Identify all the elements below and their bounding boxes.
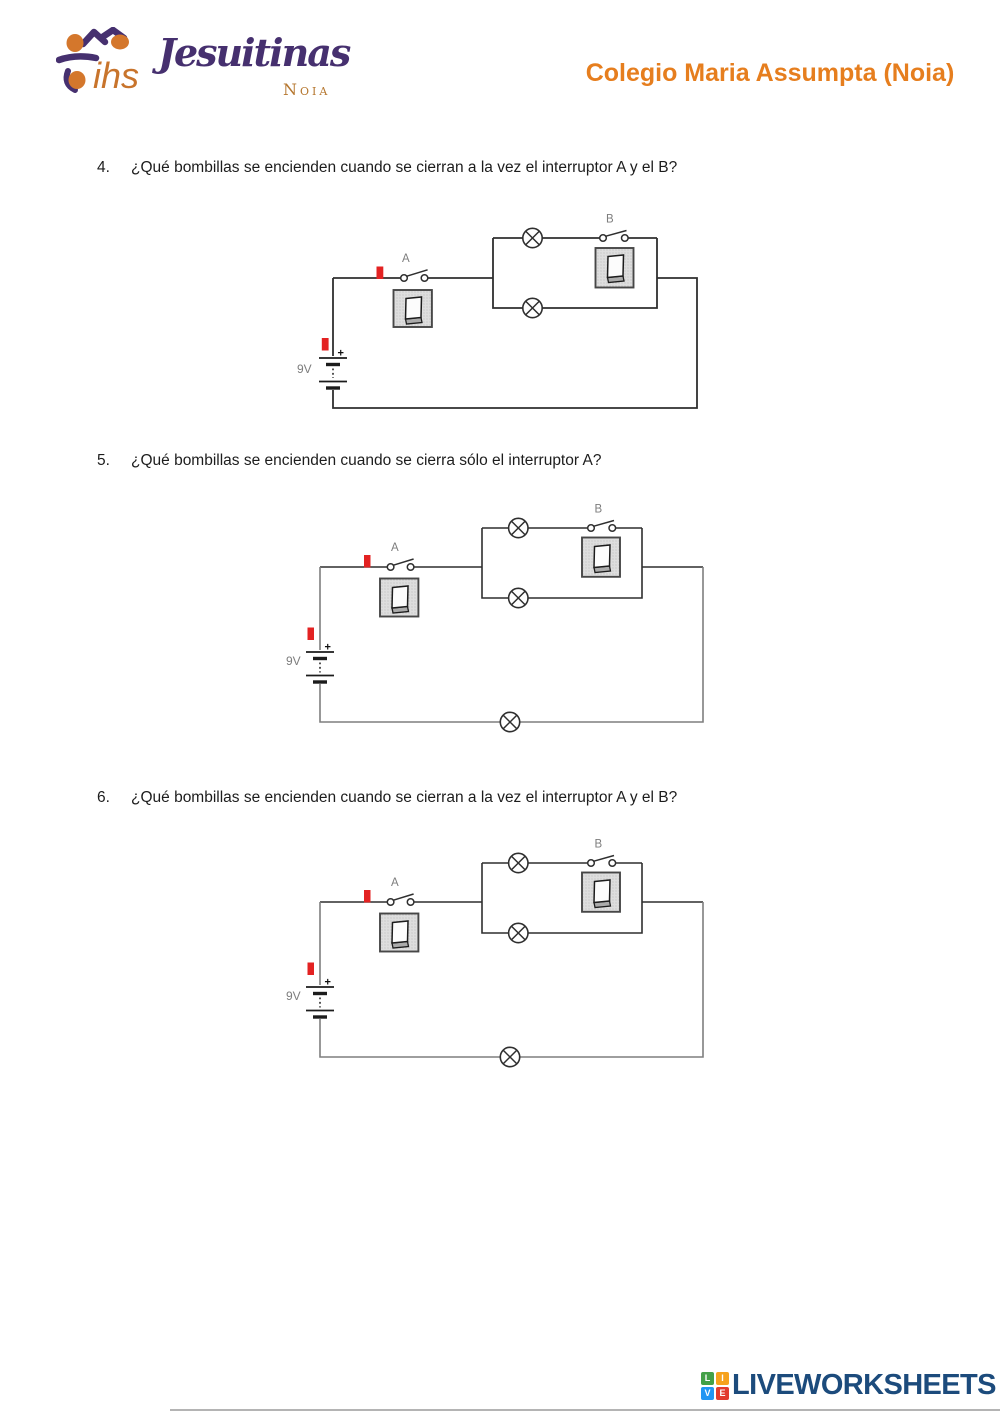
battery-voltage-label: 9V (297, 362, 312, 376)
liveworksheets-wordmark: LIVEWORKSHEETS (732, 1369, 997, 1401)
switch-b-label: B (595, 504, 603, 516)
battery-icon: + 9V (286, 977, 334, 1019)
switch-a-icon: A (379, 877, 420, 953)
liveworksheets-logo-icon: L I V E (701, 1371, 729, 1400)
probe-marker (307, 627, 314, 640)
probe-marker (364, 555, 371, 568)
question-number: 6. (97, 789, 110, 806)
bulb-icon (507, 517, 529, 539)
battery-icon: + 9V (297, 348, 347, 390)
switch-a-label: A (391, 877, 399, 889)
brand-name: Jesuitinas (158, 30, 351, 75)
logo-square-e: E (716, 1386, 729, 1400)
battery-icon: + 9V (286, 642, 334, 684)
switch-a-icon: A (392, 253, 433, 328)
question-text: ¿Qué bombillas se encienden cuando se ci… (131, 452, 602, 469)
bulb-icon (507, 587, 529, 609)
bulb-icon (507, 922, 529, 944)
battery-voltage-label: 9V (286, 989, 301, 1003)
question-4: 4. ¿Qué bombillas se encienden cuando se… (97, 158, 857, 178)
wires (320, 862, 703, 934)
bulb-icon (521, 227, 543, 249)
logo-square-v: V (701, 1386, 714, 1400)
switch-b-label: B (595, 839, 603, 851)
circuit-diagram-5: + 9V A (286, 504, 704, 733)
switch-b-icon: B (581, 839, 621, 913)
switch-a-icon: A (379, 542, 420, 618)
battery-plus-label: + (325, 642, 331, 654)
wires (320, 527, 703, 599)
brand-subtitle: Noia (283, 80, 331, 99)
bulb-icon (499, 711, 521, 733)
page-title: Colegio Maria Assumpta (Noia) (585, 59, 955, 87)
school-logo-icon: ihs (56, 27, 139, 96)
probe-marker (364, 890, 371, 903)
switch-a-label: A (402, 253, 410, 265)
bulb-icon (507, 852, 529, 874)
circuit-diagram-4: + 9V A B (297, 214, 698, 409)
logo-square-i: I (716, 1371, 729, 1385)
question-5: 5. ¿Qué bombillas se encienden cuando se… (97, 451, 857, 471)
switch-a-label: A (391, 542, 399, 554)
switch-b-icon: B (594, 214, 635, 289)
switch-b-label: B (606, 214, 614, 226)
battery-plus-label: + (338, 348, 344, 360)
battery-plus-label: + (325, 977, 331, 989)
logo-square-l: L (701, 1371, 714, 1385)
wires (332, 237, 698, 409)
battery-voltage-label: 9V (286, 654, 301, 668)
question-number: 4. (97, 159, 110, 176)
question-text: ¿Qué bombillas se encienden cuando se ci… (131, 159, 678, 176)
circuit-diagram-6: + 9V A B (286, 839, 704, 1068)
page-bottom-divider (170, 1409, 1000, 1411)
bulb-icon (521, 297, 543, 319)
switch-b-icon: B (581, 504, 621, 578)
liveworksheets-logo: L I V E LIVEWORKSHEETS (701, 1369, 997, 1401)
question-6: 6. ¿Qué bombillas se encienden cuando se… (97, 788, 857, 808)
question-text: ¿Qué bombillas se encienden cuando se ci… (131, 789, 678, 806)
question-number: 5. (97, 452, 110, 469)
logo-mark-text: ihs (93, 55, 139, 96)
probe-marker (321, 338, 329, 351)
probe-marker (307, 962, 314, 975)
bulb-icon (499, 1046, 521, 1068)
probe-marker (376, 266, 384, 279)
